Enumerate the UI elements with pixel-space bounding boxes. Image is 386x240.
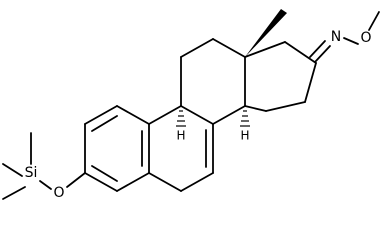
c9-hashed-bond — [176, 110, 186, 127]
d-ring — [244, 41, 317, 112]
d-ring-bond — [244, 105, 267, 112]
b-ring — [148, 105, 214, 192]
c17-n-double-bond-1 — [314, 45, 331, 63]
methyl-to-oxygen-bond — [368, 11, 380, 31]
aromatic-a-ring — [84, 105, 150, 192]
a-ring-bond — [84, 172, 118, 192]
b-ring-bond — [148, 105, 182, 125]
aromatic-inner-bond — [91, 165, 118, 182]
a-ring-bond — [116, 172, 150, 192]
c14-hydrogen-label: H — [240, 129, 249, 143]
d-ring-bond — [265, 101, 306, 112]
c14-hashed-bond — [240, 110, 250, 127]
c-ring — [180, 38, 246, 125]
d-ring-bond — [284, 41, 317, 64]
ether-oxygen-label: O — [53, 185, 64, 201]
oxygen-to-nitrogen-bond — [343, 37, 359, 45]
d-ring-bond — [244, 41, 286, 58]
trimethylsilyl-ether — [2, 132, 86, 200]
oxime-nitrogen-label: N — [331, 29, 341, 45]
aromatic-inner-bond — [91, 115, 118, 132]
c18-methyl-wedge — [245, 9, 287, 57]
a-ring-bond — [84, 105, 118, 125]
silicon-methyl-bond — [2, 186, 26, 200]
c-ring-bond — [212, 105, 246, 125]
c9-hydrogen-label: H — [176, 129, 185, 143]
b-ring-bond — [180, 105, 214, 125]
chemical-structure: O N O Si H H — [2, 9, 380, 201]
c-ring-bond — [212, 38, 246, 58]
b-ring-bond — [180, 172, 214, 192]
oxygen-to-silicon-bond — [39, 180, 52, 190]
c-ring-bond — [180, 38, 214, 58]
silicon-label: Si — [25, 165, 38, 181]
c17-n-double-bond-2 — [309, 40, 326, 58]
b-ring-bond — [148, 172, 182, 192]
a-ring-bond — [116, 105, 150, 125]
oxime-oxygen-label: O — [360, 30, 371, 46]
silicon-methyl-bond — [2, 163, 23, 177]
oxime-methoxy-group — [309, 11, 380, 63]
aryl-to-oxygen-bond — [66, 172, 86, 188]
d-ring-bond — [304, 62, 317, 103]
